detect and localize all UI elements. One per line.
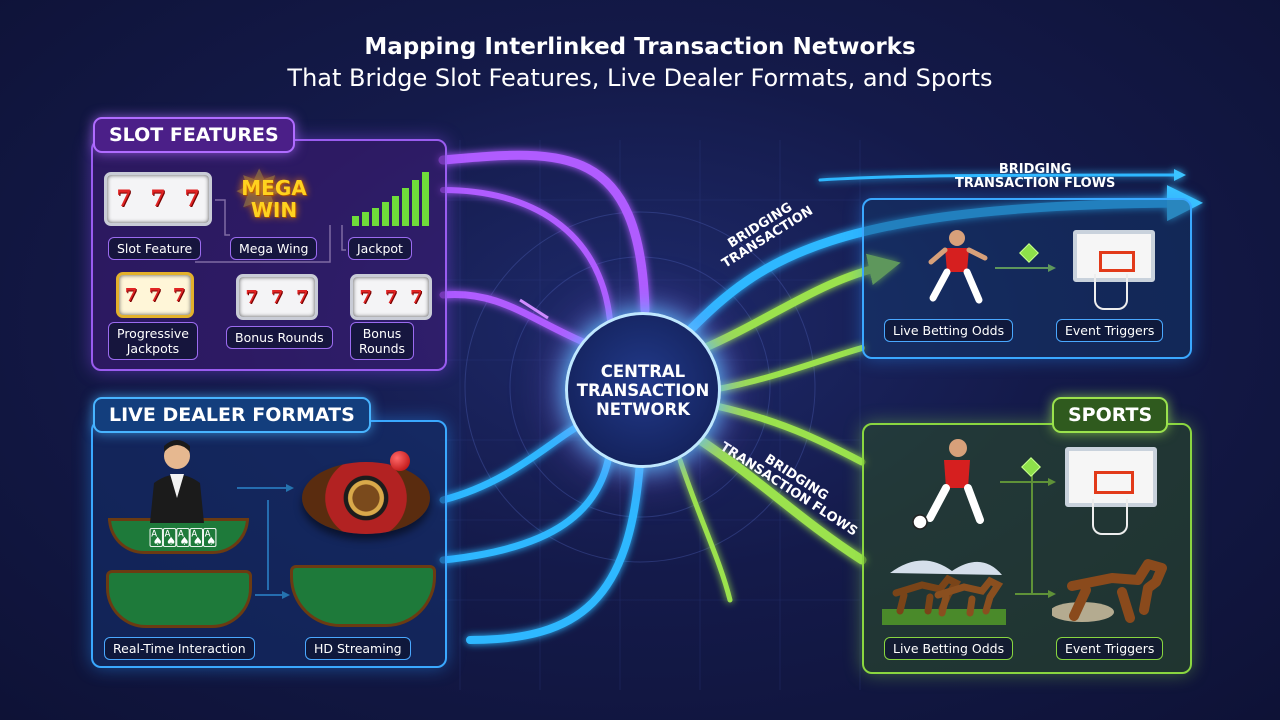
dealer-icon	[150, 440, 204, 523]
slot-feature-label: Slot Feature	[108, 237, 202, 260]
hd-streaming-label: HD Streaming	[305, 637, 411, 660]
diagram-title-line1: Mapping Interlinked Transaction Networks	[364, 34, 916, 60]
jackpot-label: Jackpot	[348, 237, 412, 260]
purple-arrow	[519, 298, 549, 320]
live-betting-odds-label-top: Live Betting Odds	[884, 319, 1014, 342]
progressive-jackpots-label: Progressive Jackpots	[108, 322, 198, 360]
reel-symbol: 7	[410, 286, 423, 308]
reel-symbol: 7	[124, 284, 138, 306]
central-hub: CENTRAL TRANSACTION NETWORK	[565, 312, 721, 468]
real-time-interaction-label: Real-Time Interaction	[104, 637, 255, 660]
live-betting-odds-label: Live Betting Odds	[884, 637, 1014, 660]
mega-win-icon: ✸ MEGA WIN	[232, 163, 316, 233]
blue-flows	[439, 169, 1203, 644]
horse-race-icon	[882, 560, 1006, 625]
reel-symbol: 7	[148, 284, 162, 306]
reel-symbol: 7	[172, 284, 186, 306]
green-flows	[677, 253, 901, 603]
soccer-player-icon-2	[912, 439, 984, 530]
reel-symbol: 7	[384, 286, 398, 308]
basketball-net-icon-2	[1092, 499, 1128, 535]
purple-flows	[438, 150, 650, 349]
basketball-hoop-icon	[1073, 230, 1155, 282]
hub-label: CENTRAL TRANSACTION NETWORK	[576, 361, 710, 419]
reel-symbol: 7	[184, 186, 200, 212]
basketball-net-icon	[1094, 274, 1128, 310]
roulette-ball-icon	[390, 451, 410, 471]
slot-reel-icon: 7 7 7	[104, 172, 212, 226]
bonus-reel-icon: 7 7 7	[236, 274, 318, 320]
basketball-hoop-icon-2	[1065, 447, 1157, 507]
sports-header: SPORTS	[1052, 397, 1169, 433]
reel-symbol: 7	[270, 286, 284, 308]
reel-symbol: 7	[116, 186, 132, 212]
bonus-reel-icon-2: 7 7 7	[350, 274, 432, 320]
slot-features-header: SLOT FEATURES	[93, 117, 295, 153]
event-triggers-label: Event Triggers	[1056, 637, 1164, 660]
mega-wing-label: Mega Wing	[230, 237, 318, 260]
burst-icon: ✸	[234, 158, 285, 228]
diagram-title-line2: That Bridge Slot Features, Live Dealer F…	[287, 64, 993, 92]
soccer-player-icon	[928, 230, 988, 304]
playing-cards-icon: 🂡🂡🂡🂡🂡	[148, 528, 218, 547]
progressive-reel-icon: 7 7 7	[116, 272, 194, 318]
jackpot-bars-icon	[352, 172, 429, 226]
reel-symbol: 7	[150, 186, 166, 212]
bonus-rounds-label-2: Bonus Rounds	[350, 322, 415, 360]
mega-win-text: MEGA WIN	[241, 176, 307, 222]
casino-table-icon	[106, 570, 252, 628]
reel-symbol: 7	[296, 286, 309, 308]
reel-symbol: 7	[245, 286, 258, 308]
bridging-flows-label-top: BRIDGING TRANSACTION FLOWS	[955, 162, 1116, 191]
horse-icon	[1052, 559, 1167, 623]
event-triggers-label-top: Event Triggers	[1056, 319, 1164, 342]
roulette-wheel-icon	[302, 462, 430, 534]
reel-symbol: 7	[359, 286, 372, 308]
live-dealer-header: LIVE DEALER FORMATS	[93, 397, 371, 433]
craps-table-icon	[290, 565, 436, 627]
bonus-rounds-label: Bonus Rounds	[226, 326, 333, 349]
